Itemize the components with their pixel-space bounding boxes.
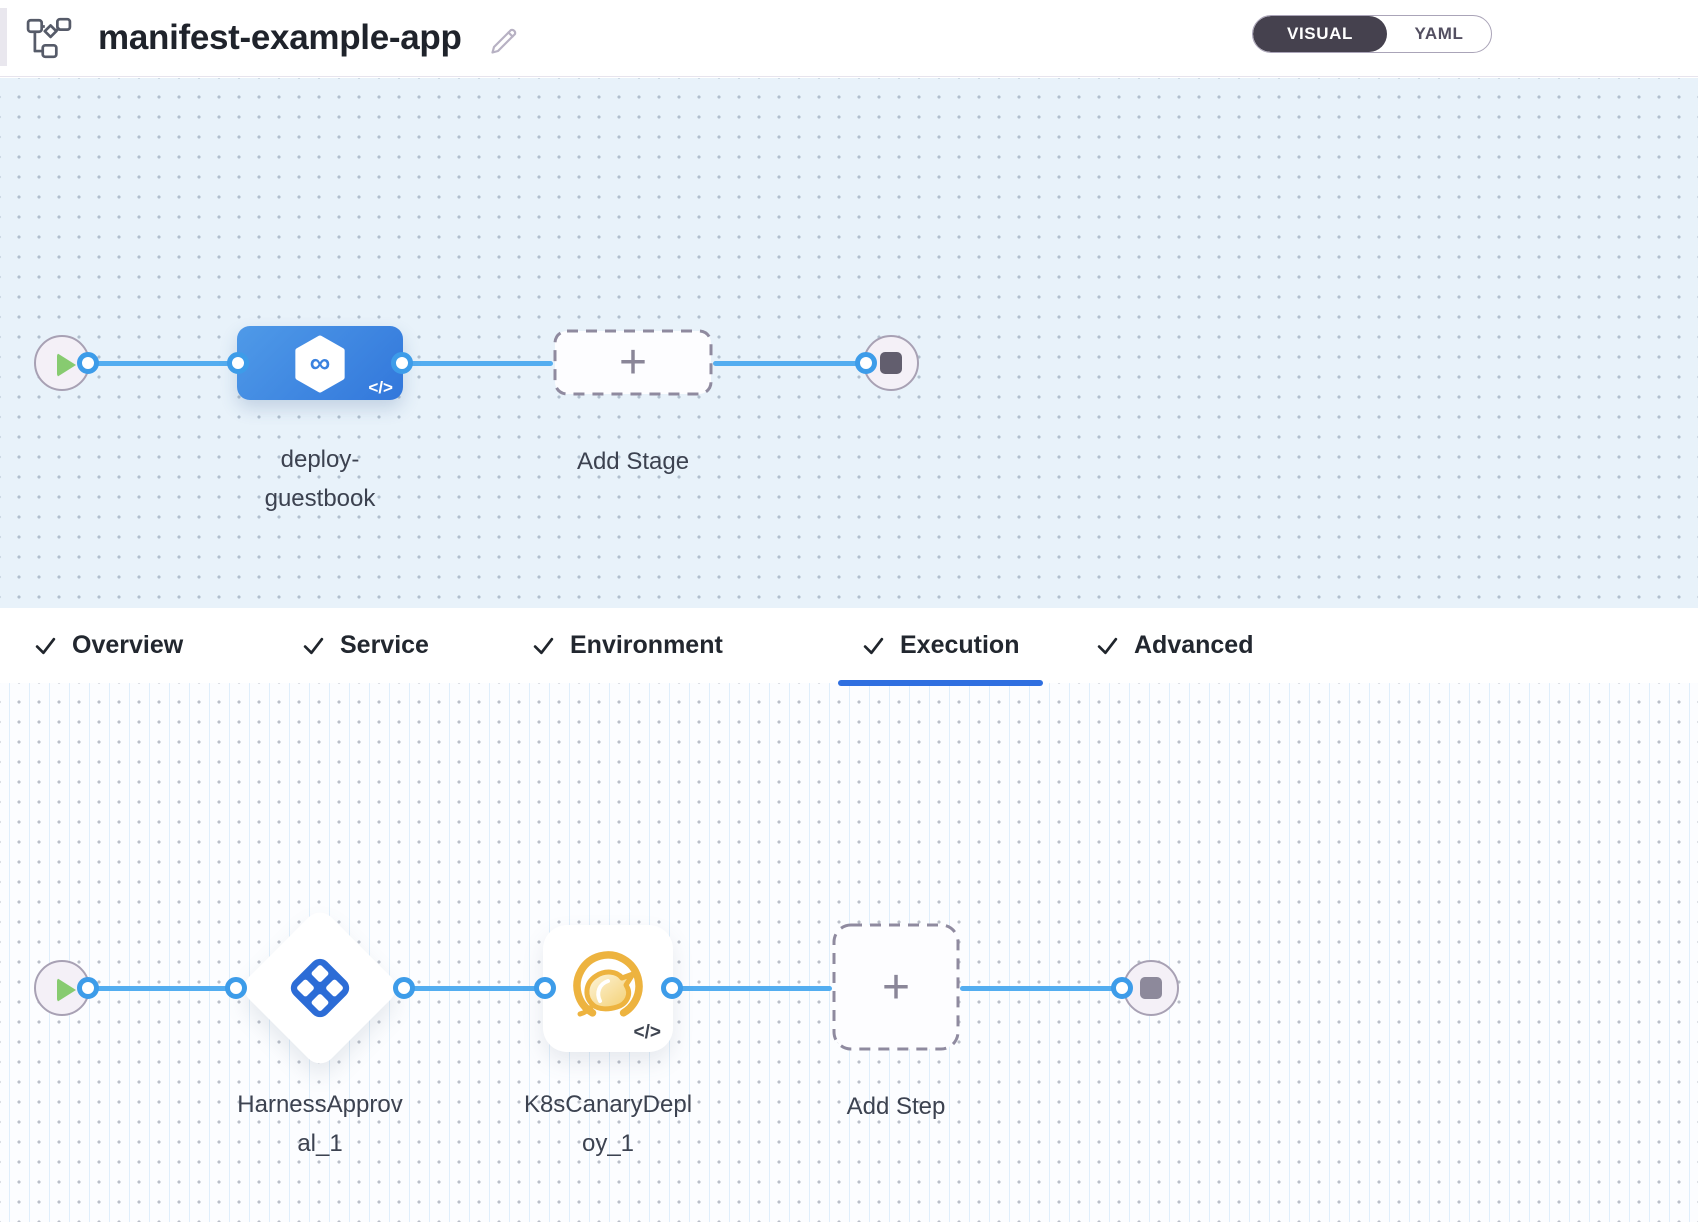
add-stage-button[interactable]: +	[553, 329, 713, 396]
connector-port	[391, 352, 413, 374]
code-badge: </>	[368, 378, 393, 397]
connector-port	[227, 352, 249, 374]
connector-port	[1111, 977, 1133, 999]
plus-icon: +	[881, 960, 911, 1014]
check-icon	[35, 637, 56, 655]
stop-icon	[880, 352, 902, 374]
tab-label: Service	[340, 631, 429, 659]
execution-graph-canvas[interactable]: </> + HarnessApproval_1 K8sCanaryDeploy_…	[0, 683, 1698, 1222]
connector-line	[713, 361, 866, 366]
cd-infinity-icon: ∞	[295, 335, 345, 393]
connector-port	[225, 977, 247, 999]
canary-bird-icon	[573, 951, 643, 1021]
pipeline-icon	[26, 17, 72, 59]
tab-advanced[interactable]: Advanced	[1070, 608, 1279, 683]
connector-port	[77, 352, 99, 374]
add-step-label: Add Step	[846, 1093, 946, 1120]
tab-execution[interactable]: Execution	[836, 608, 1045, 686]
check-icon	[303, 637, 324, 655]
connector-port	[661, 977, 683, 999]
tab-label: Advanced	[1134, 631, 1254, 659]
tab-service[interactable]: Service	[276, 608, 455, 683]
connector-port	[77, 977, 99, 999]
check-icon	[1097, 637, 1118, 655]
visual-toggle-button[interactable]: VISUAL	[1253, 16, 1387, 52]
add-step-button[interactable]: +	[832, 923, 960, 1051]
code-badge: </>	[633, 1022, 661, 1043]
page-title: manifest-example-app	[98, 18, 462, 57]
connector-line	[402, 361, 553, 366]
connector-line	[960, 986, 1122, 991]
view-mode-toggle: VISUAL YAML	[1252, 15, 1492, 53]
plus-icon: +	[618, 336, 648, 389]
tab-overview[interactable]: Overview	[8, 608, 209, 683]
step-label: HarnessApproval_1	[237, 1091, 403, 1157]
tab-label: Overview	[72, 631, 184, 659]
tab-label: Environment	[570, 631, 723, 659]
stage-node-deploy-guestbook[interactable]: ∞ </>	[237, 326, 403, 400]
harness-approval-icon	[290, 958, 350, 1018]
step-node-harness-approval[interactable]	[237, 905, 403, 1071]
check-icon	[863, 637, 884, 655]
connector-line	[88, 361, 238, 366]
svg-text:∞: ∞	[310, 348, 331, 380]
check-icon	[533, 637, 554, 655]
play-icon	[57, 978, 76, 1002]
connector-port	[855, 352, 877, 374]
play-icon	[57, 353, 76, 377]
edit-pencil-icon[interactable]	[486, 21, 520, 55]
stop-icon	[1140, 977, 1162, 999]
add-stage-label: Add Stage	[576, 448, 690, 475]
yaml-toggle-button[interactable]: YAML	[1387, 16, 1491, 52]
stage-config-tabs: Overview Service Environment Execution A…	[0, 608, 1698, 686]
step-label: K8sCanaryDeploy_1	[523, 1091, 693, 1157]
stage-label: deploy-guestbook	[264, 446, 376, 512]
tab-label: Execution	[900, 631, 1020, 659]
step-node-k8s-canary-deploy[interactable]: </>	[543, 925, 673, 1052]
connector-line	[88, 986, 236, 991]
connector-port	[534, 977, 556, 999]
connector-line	[672, 986, 832, 991]
connector-line	[404, 986, 545, 991]
header: manifest-example-app VISUAL YAML	[0, 0, 1698, 77]
stage-graph-canvas[interactable]: ∞ </> + deploy-guestbook Add Stage	[0, 78, 1698, 608]
tab-environment[interactable]: Environment	[506, 608, 749, 683]
connector-port	[393, 977, 415, 999]
